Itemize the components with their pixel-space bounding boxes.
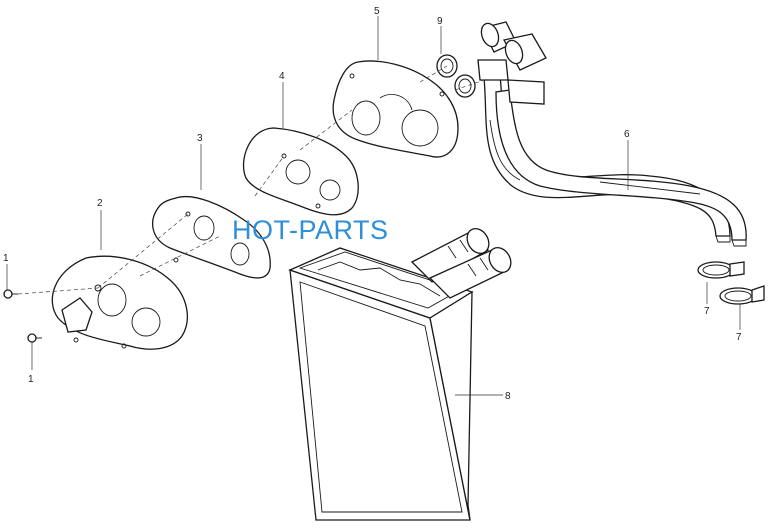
assembly-lines (17, 65, 485, 295)
hose-clamps (697, 261, 765, 305)
callout-labels: 1 1 2 3 4 5 9 6 7 7 8 (3, 6, 742, 402)
callout-1-bottom: 1 (28, 374, 34, 385)
callout-7-right: 7 (736, 332, 742, 343)
callout-5: 5 (374, 6, 380, 17)
callout-6: 6 (624, 129, 630, 140)
leader-lines (6, 16, 741, 396)
base-plate-2 (51, 255, 188, 350)
heater-core (288, 228, 512, 521)
screws (3, 289, 42, 343)
cover-plate-4 (242, 127, 359, 216)
callout-8: 8 (505, 391, 511, 402)
callout-4: 4 (279, 71, 285, 82)
callout-1-top: 1 (3, 253, 9, 264)
callout-9: 9 (437, 16, 443, 27)
callout-7-left: 7 (704, 306, 710, 317)
gasket-plate-5 (332, 60, 459, 158)
callout-3: 3 (197, 133, 203, 144)
watermark-text: HOT-PARTS (232, 215, 389, 245)
callout-2: 2 (97, 198, 103, 209)
hose-assembly (477, 21, 747, 247)
housing-3 (152, 196, 271, 279)
